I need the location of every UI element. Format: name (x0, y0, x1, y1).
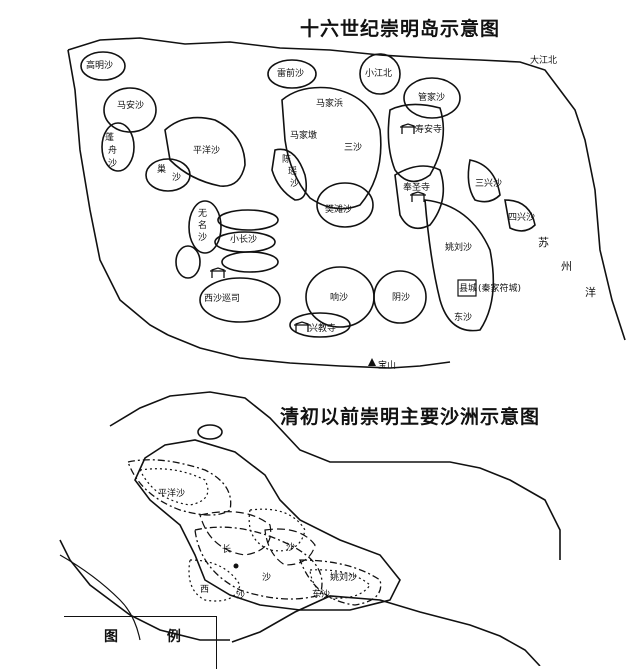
island-pingyangsha (164, 116, 246, 187)
island-xiaochangsha-3 (221, 251, 279, 273)
label-lower-sha-low: 沙 (236, 590, 245, 601)
label-maanshsa: 马安沙 (117, 99, 144, 111)
label-chenxisha-2: 瑶 (288, 165, 297, 177)
label-majiabang: 马家浜 (316, 97, 343, 109)
label-wumingsha-2: 名 (198, 219, 207, 231)
label-su: 苏 (538, 236, 549, 249)
island-xiaojiangbei (359, 53, 401, 95)
label-lower-pingyangsha: 平洋沙 (158, 487, 185, 499)
location-dot-icon (233, 563, 239, 569)
sandbar-outline-dotted (188, 559, 241, 602)
island-siyuesha (504, 199, 536, 232)
island-chenxisha (271, 148, 308, 201)
label-siyuesha: 四兴沙 (508, 212, 535, 223)
label-xiancheng: 县城 (459, 283, 477, 294)
baoshan-marker-icon (368, 358, 376, 366)
sandbar-outline-dashdot (299, 559, 382, 606)
label-lower-chang: 长 (222, 543, 231, 555)
lower-river-bank (231, 595, 541, 666)
label-pingyangsha: 平洋沙 (193, 144, 220, 156)
sandbar-outline-dashed (264, 528, 316, 566)
lower-small-islet (197, 424, 223, 440)
legend-title: 图 例 (104, 629, 203, 645)
label-zhoushansha-3: 沙 (108, 158, 117, 169)
label-zhou: 州 (561, 260, 572, 273)
label-lower-dongsha: 东沙 (312, 588, 330, 600)
label-xiaochangsha: 小长沙 (230, 233, 257, 245)
island-fanxiansha (316, 182, 374, 228)
island-yaoliusha (424, 199, 495, 332)
map-title-bottom: 清初以前崇明主要沙洲示意图 (280, 406, 541, 428)
label-chenxisha-3: 沙 (290, 178, 299, 189)
label-xiaojiangbei: 小江北 (365, 68, 392, 79)
island-yuqiansha (267, 59, 317, 89)
label-dajiangbei: 大江北 (530, 54, 557, 66)
island-wumingsha (188, 200, 222, 254)
sandbar-outline-dotted (139, 468, 209, 506)
label-fanxiansha: 樊滩沙 (325, 203, 352, 215)
island-fengshengsi (394, 165, 445, 230)
label-xingjiaosi: 兴教寺 (309, 322, 336, 334)
island-zhoushansha (101, 122, 135, 172)
island-shasha (145, 158, 191, 192)
temple-icon (410, 191, 426, 202)
temple-icon (400, 123, 416, 134)
temple-icon (294, 321, 310, 332)
label-xishaxunsi: 西沙巡司 (204, 293, 240, 304)
label-lower-sha-mid: 沙 (286, 542, 295, 553)
island-small-left (175, 245, 201, 279)
label-zhoushansha-1: 蓬 (105, 131, 114, 143)
label-dongsha: 东沙 (454, 311, 472, 323)
label-gaomingsha: 高明沙 (86, 59, 113, 71)
island-majiabang (281, 86, 382, 210)
label-sanyuesha: 三兴沙 (475, 178, 502, 189)
sandbar-outline-dotted (248, 508, 306, 552)
island-xiaochangsha-1 (217, 209, 279, 231)
label-wumingsha-3: 沙 (198, 232, 207, 243)
label-baoshan: 宝山 (378, 359, 396, 371)
label-zhoushansha-2: 舟 (108, 144, 117, 156)
legend-box (64, 616, 217, 669)
label-fengshengsi: 奉圣寺 (403, 181, 430, 193)
label-shasha-2: 沙 (172, 172, 181, 183)
label-lower-xi: 西 (200, 584, 209, 595)
label-guanjiasha: 管家沙 (418, 91, 445, 103)
label-yinsha: 阴沙 (392, 292, 410, 303)
island-xingjiaosi (289, 312, 351, 338)
island-guanjiasha (403, 77, 461, 119)
label-wumingsha-1: 无 (198, 208, 207, 219)
label-xiangsha: 响沙 (330, 291, 348, 303)
island-shouansi (387, 103, 445, 183)
sandbar-outline-dashdot (127, 459, 232, 516)
label-shasha-1: 巢 (157, 163, 166, 175)
tributary-line (59, 554, 141, 641)
label-shouansi: 寿安寺 (415, 123, 442, 135)
label-yuqiansha: 雷前沙 (277, 67, 304, 79)
sandbar-outline-dashed (199, 511, 272, 556)
island-xishaxunsi (199, 277, 281, 323)
lower-south-coastline (59, 539, 230, 641)
island-sanyuesha (467, 159, 501, 203)
lower-inner-coastline (134, 439, 401, 611)
sandbar-outline-dashdot (194, 526, 323, 600)
island-yinsha (373, 270, 427, 324)
county-seat-marker (457, 279, 477, 297)
lower-north-coastline (109, 391, 561, 560)
label-lower-sha-right: 沙 (262, 572, 271, 583)
label-yaoliusha: 姚刘沙 (445, 241, 472, 253)
label-yang: 洋 (585, 285, 596, 299)
temple-icon (210, 267, 226, 278)
label-sansha: 三沙 (344, 142, 362, 153)
label-majiadun: 马家墩 (290, 129, 317, 141)
label-chenxisha-1: 陈 (282, 153, 291, 165)
label-lower-yaoliusha: 姚刘沙 (330, 571, 357, 583)
map-title-top: 十六世纪崇明岛示意图 (300, 18, 501, 40)
west-coastline (67, 49, 169, 336)
island-gaomingsha (80, 51, 126, 81)
label-qinjiafucheng: (秦家符城) (478, 282, 521, 294)
south-coastline (167, 334, 451, 369)
north-coastline (67, 37, 626, 341)
